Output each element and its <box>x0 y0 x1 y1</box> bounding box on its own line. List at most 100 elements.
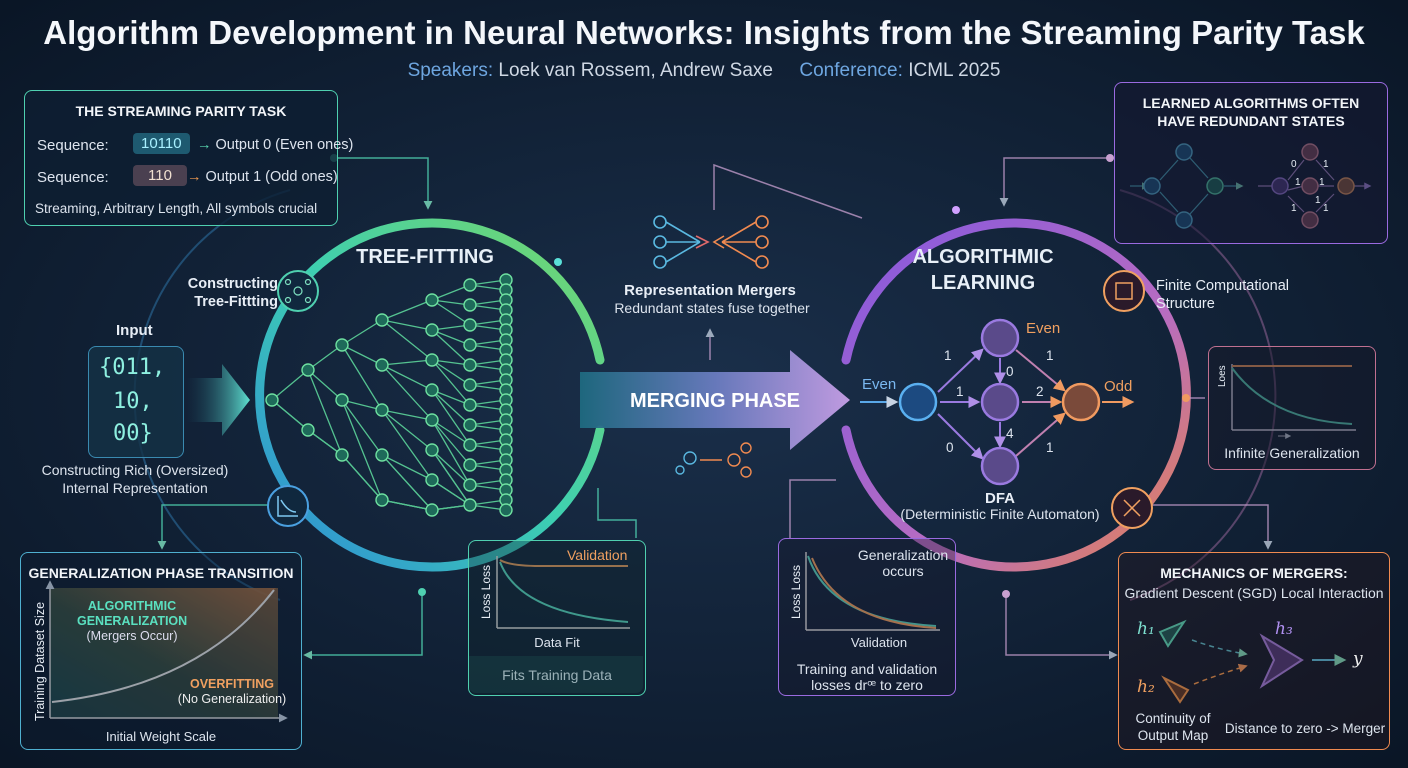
dfa-edge-3: 0 <box>1006 364 1014 379</box>
val-legend-2: occurs <box>882 563 924 579</box>
input-caption-1: Constructing Rich (Oversized) <box>41 462 229 478</box>
gen-over-2: (No Generalization) <box>177 692 287 706</box>
merger-icon <box>653 215 769 269</box>
val-ylabel: Loss Loss <box>789 564 803 619</box>
mech-heading: MECHANICS OF MERGERS: <box>1160 565 1348 581</box>
tree-node <box>425 443 439 457</box>
tree-node <box>301 423 315 437</box>
inf-gen-panel: Loes Infinite Generalization <box>1208 346 1376 470</box>
tree-node <box>375 313 389 327</box>
dfa-graph <box>860 318 1135 486</box>
red-edge-4: 1 <box>1323 159 1329 170</box>
task-footer: Streaming, Arbitrary Length, All symbols… <box>35 201 318 216</box>
speakers: Loek van Rossem, Andrew Saxe <box>498 60 773 81</box>
tree-node <box>375 493 389 507</box>
row1-label: Sequence: <box>37 137 109 154</box>
fit-panel: Validation Loss Loss Data Fit Fits Train… <box>468 540 646 696</box>
tree-node <box>463 438 477 452</box>
tree-node <box>499 503 513 517</box>
gen-over-1: OVERFITTING <box>189 677 275 691</box>
tree-node <box>425 383 439 397</box>
mech-h2: h₂ <box>1137 677 1155 697</box>
tree-node <box>425 323 439 337</box>
row2-label: Sequence: <box>37 169 109 186</box>
redundant-heading-1: LEARNED ALGORITHMS OFTEN <box>1142 95 1360 111</box>
alg-badge-line-2: Structure <box>1156 296 1215 312</box>
input-line-3: 00} <box>113 421 153 446</box>
tree-node <box>265 393 279 407</box>
algorithmic-title-1: ALGORITHMIC <box>912 246 1054 268</box>
tree-node <box>463 338 477 352</box>
tree-badge-line-2: Tree-Fittting <box>194 294 278 310</box>
mech-cap-1a: Continuity of <box>1135 711 1211 726</box>
tree-node <box>335 448 349 462</box>
val-caption-1: Training and validation <box>796 661 938 677</box>
tree-node <box>425 293 439 307</box>
tree-node <box>301 363 315 377</box>
input-label: Input <box>116 322 153 339</box>
page-title: Algorithm Development in Neural Networks… <box>43 14 1365 51</box>
conference-label: Conference: <box>799 60 903 81</box>
fit-legend: Validation <box>567 547 628 563</box>
input-line-1: {011, <box>99 355 166 380</box>
tree-nodes <box>265 273 513 517</box>
inf-gen-ylabel: Loes <box>1217 365 1228 387</box>
dfa-edge-8: 1 <box>1046 440 1054 455</box>
row2-output: → Output 1 (Odd ones) <box>187 169 338 185</box>
gen-xlabel: Initial Weight Scale <box>105 729 217 744</box>
dfa-even-in: Even <box>862 376 897 393</box>
input-caption-2: Internal Representation <box>62 480 208 496</box>
tree-node <box>463 458 477 472</box>
inf-gen-caption: Infinite Generalization <box>1224 445 1360 461</box>
val-legend-1: Generalization <box>857 547 949 563</box>
tree-node <box>425 503 439 517</box>
mech-h3: h₃ <box>1275 619 1293 639</box>
input-line-2: 10, <box>113 389 153 414</box>
mech-cap-1b: Output Map <box>1137 728 1209 743</box>
tree-node <box>463 358 477 372</box>
redundant-panel: LEARNED ALGORITHMS OFTEN HAVE REDUNDANT … <box>1114 82 1388 244</box>
tree-node <box>463 318 477 332</box>
mech-sub: Gradient Descent (SGD) Local Interaction <box>1124 585 1384 601</box>
tree-node <box>463 498 477 512</box>
fit-caption-bg <box>469 656 643 693</box>
mergers-subtitle: Redundant states fuse together <box>614 300 810 316</box>
red-edge-6: 1 <box>1315 195 1321 206</box>
mech-h1: h₁ <box>1137 619 1155 639</box>
gen-phase-panel: GENERALIZATION PHASE TRANSITION ALGORITH… <box>20 552 302 750</box>
val-panel: Generalization occurs Loss Loss Validati… <box>778 538 956 696</box>
gen-alg-1: ALGORITHMIC <box>87 599 177 613</box>
fit-ylabel: Loss Loss <box>479 564 493 619</box>
dfa-edge-5: 2 <box>1036 384 1044 399</box>
tree-node <box>463 278 477 292</box>
gen-alg-2: GENERALIZATION <box>77 614 188 628</box>
tree-fitting-title: TREE-FITTING <box>356 246 494 268</box>
row1-output: → Output 0 (Even ones) <box>197 137 354 153</box>
tree-node <box>425 353 439 367</box>
tree-node <box>463 478 477 492</box>
speakers-label: Speakers: <box>407 60 494 81</box>
dfa-odd: Odd <box>1104 378 1133 395</box>
tree-node <box>375 358 389 372</box>
dfa-edge-1: 1 <box>944 348 952 363</box>
subtitle: Speakers: Loek van Rossem, Andrew Saxe C… <box>0 60 1408 82</box>
dfa-even-top: Even <box>1026 320 1061 337</box>
gen-phase-heading: GENERALIZATION PHASE TRANSITION <box>28 565 294 581</box>
dfa-edge-6: 4 <box>1006 426 1014 441</box>
dfa-edge-7: 1 <box>1046 348 1054 363</box>
tree-node <box>335 393 349 407</box>
red-edge-1: 0 <box>1291 159 1297 170</box>
tree-node <box>375 403 389 417</box>
gen-ylabel: Training Dataset Size <box>33 601 47 721</box>
red-edge-5: 1 <box>1319 177 1325 188</box>
mech-cap-2: Distance to zero -> Merger <box>1224 721 1386 736</box>
mergers-title: Representation Mergers <box>624 282 796 299</box>
red-edge-2: 1 <box>1295 177 1301 188</box>
tree-badge-line-1: Constructing <box>187 276 278 292</box>
tree-node <box>425 473 439 487</box>
tree-node <box>375 448 389 462</box>
algorithmic-title-2: LEARNING <box>930 272 1036 294</box>
val-caption-2: losses drꟹ to zero <box>811 677 923 693</box>
tree-node <box>463 418 477 432</box>
alg-badge-line-1: Finite Computational <box>1156 278 1289 294</box>
